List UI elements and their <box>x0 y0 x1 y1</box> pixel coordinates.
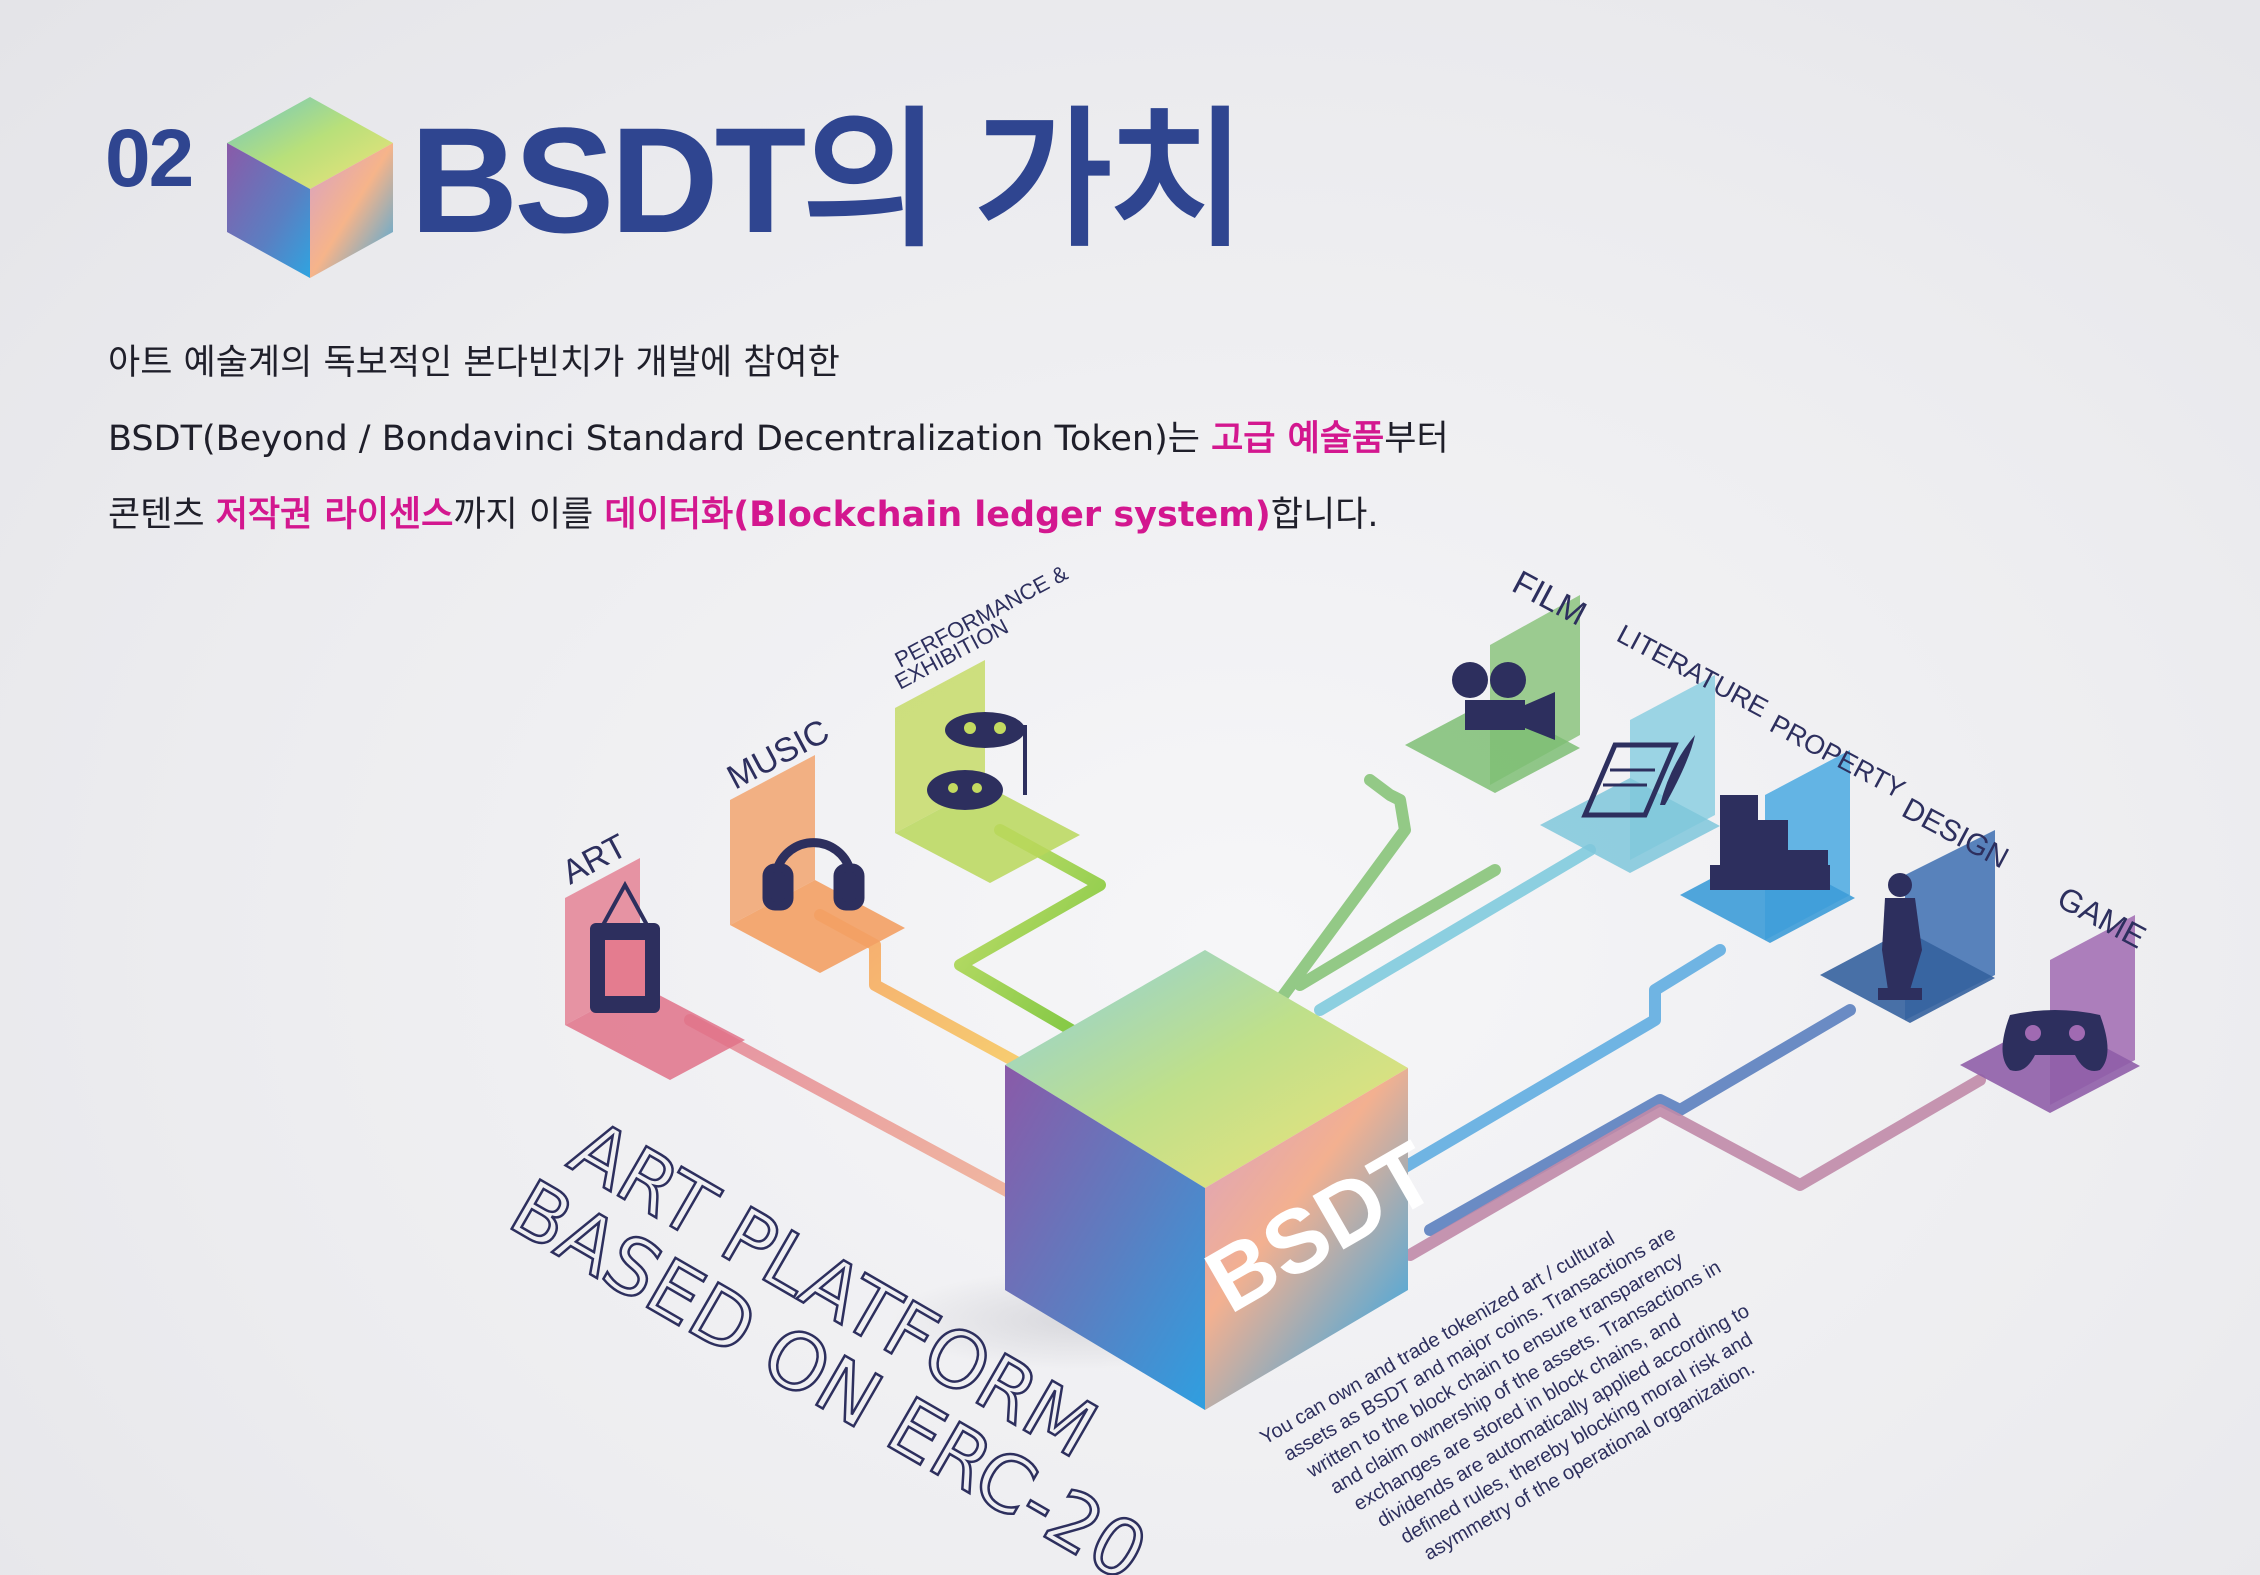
category-film: FILM <box>1405 564 1592 793</box>
connector-property <box>1394 944 1726 1176</box>
intro-line-3: 콘텐츠 저작권 라이센스까지 이를 데이터화(Blockchain ledger… <box>108 477 1449 553</box>
category-art: ART <box>556 827 745 1080</box>
highlight-premium-art: 고급 예술품 <box>1211 419 1385 459</box>
highlight-copyright-license: 저작권 라이센스 <box>215 495 454 535</box>
page-title: BSDT의 가치 <box>410 96 1246 264</box>
intro-text: 합니다. <box>1270 495 1379 535</box>
intro-line-2: BSDT(Beyond / Bondavinci Standard Decent… <box>108 401 1449 477</box>
gamepad-icon <box>2002 1010 2108 1071</box>
connector-literature <box>1314 844 1596 1016</box>
film-camera-icon <box>1452 662 1555 740</box>
connector-film-1 <box>1274 774 1411 1006</box>
intro-line-1: 아트 예술계의 독보적인 본다빈치가 개발에 참여한 <box>108 343 840 383</box>
intro-text: 까지 이를 <box>453 495 605 535</box>
theater-masks-icon <box>927 712 1027 810</box>
category-performance: PERFORMANCE & EXHIBITION <box>891 560 1080 883</box>
highlight-data-ledger: 데이터화(Blockchain ledger system) <box>604 495 1271 535</box>
intro-text: 콘텐츠 <box>108 495 216 535</box>
connector-performance <box>954 824 1106 1041</box>
buildings-icon <box>1710 795 1830 890</box>
cube-logo-icon <box>227 97 393 278</box>
category-music: MUSIC <box>721 712 905 973</box>
bsdt-cube: BSDT <box>1005 950 1452 1410</box>
scroll-quill-icon <box>1581 735 1695 818</box>
intro-paragraph: 아트 예술계의 독보적인 본다빈치가 개발에 참여한 BSDT(Beyond /… <box>108 325 1449 553</box>
connector-design <box>1424 1004 1856 1236</box>
intro-text: 부터 <box>1384 419 1449 459</box>
picture-frame-icon <box>590 880 660 1013</box>
section-number: 02 <box>105 113 194 204</box>
intro-text: BSDT(Beyond / Bondavinci Standard Decent… <box>108 419 1212 459</box>
statue-icon <box>1878 873 1922 1000</box>
connector-film-2 <box>1294 864 1501 991</box>
connector-game <box>1404 1074 1986 1261</box>
headphones-icon <box>762 838 865 911</box>
label-performance-1: PERFORMANCE & <box>891 560 1072 672</box>
